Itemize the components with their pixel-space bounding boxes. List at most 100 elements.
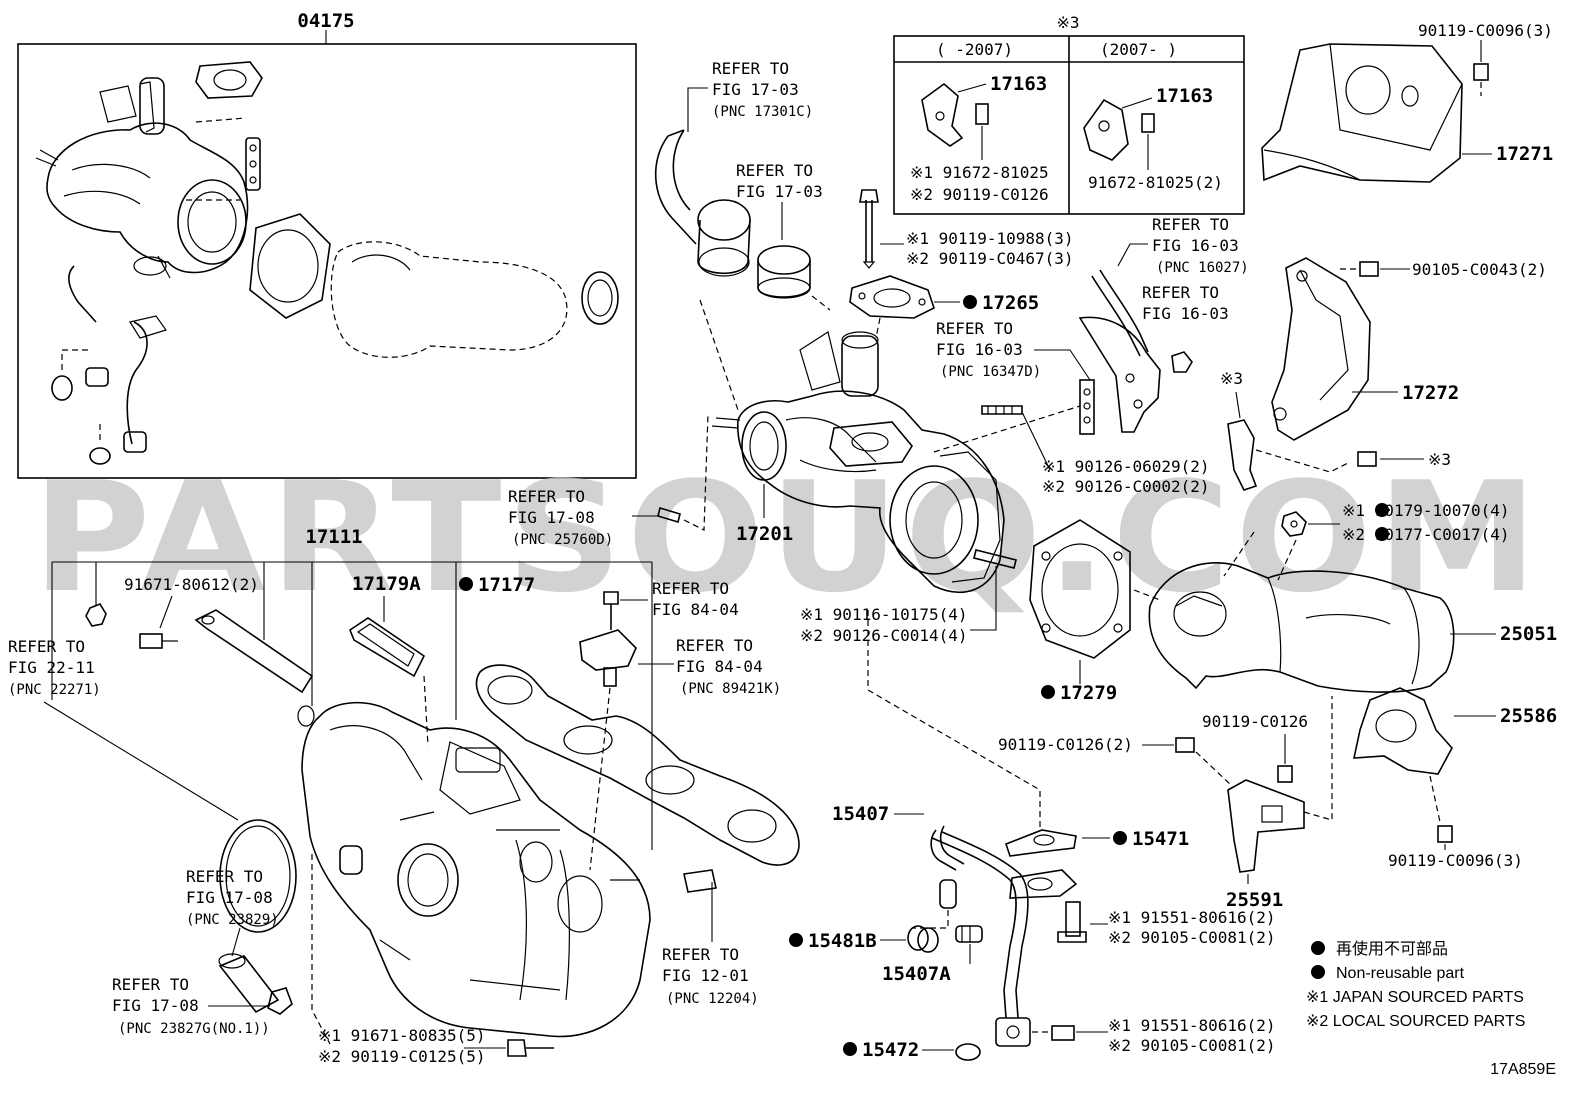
ref-text-11: REFER TO	[112, 975, 189, 994]
diagram-code: 17A859E	[1490, 1061, 1556, 1078]
ref-fig-4: FIG 16-03	[1142, 304, 1229, 323]
ref-fig-3: FIG 16-03	[1152, 236, 1239, 255]
table-mark: ※3	[1056, 13, 1079, 32]
label-15407: 15407	[832, 803, 889, 825]
ref-text-8: REFER TO	[676, 636, 753, 655]
ref-fig-7: FIG 84-04	[652, 600, 739, 619]
ref-17-03-b: REFER TO FIG 17-03	[736, 161, 823, 240]
ref-fig-1: FIG 17-03	[712, 80, 799, 99]
label-90119-c0125: ※2 90119-C0125(5)	[318, 1047, 486, 1066]
converter-25051: 25051	[1148, 562, 1557, 693]
ref-pnc-11: (PNC 23827G(NO.1))	[118, 1021, 270, 1037]
label-90119-c0096-top: 90119-C0096(3)	[1418, 21, 1553, 40]
table-left-bolt2: ※2 90119-C0126	[910, 185, 1049, 204]
ref-fig-11: FIG 17-08	[112, 996, 199, 1015]
inset-label-04175: 04175	[297, 10, 354, 32]
label-90126-c0002: ※2 90126-C0002(2)	[1042, 477, 1210, 496]
legend-line-4: ※2 LOCAL SOURCED PARTS	[1306, 1013, 1525, 1030]
ref-text-5: REFER TO	[936, 319, 1013, 338]
label-17271: 17271	[1496, 143, 1553, 165]
label-15481b: 15481B	[808, 930, 877, 952]
label-90119-10988: ※1 90119-10988(3)	[906, 229, 1074, 248]
label-90126-c0014: ※2 90126-C0014(4)	[800, 626, 968, 645]
manifold-group-17111: 17111 91671-80612(2) 17179A 17177	[51, 526, 800, 1038]
ref-fig-8: FIG 84-04	[676, 657, 763, 676]
ref-pnc-3: (PNC 16027)	[1156, 260, 1249, 276]
label-91671-80612: 91671-80612(2)	[124, 575, 259, 594]
label-25591: 25591	[1226, 889, 1283, 911]
turbocharger-17201: 17201	[711, 331, 1005, 594]
label-17179a: 17179A	[352, 573, 421, 595]
ref-fig-6: FIG 17-08	[508, 508, 595, 527]
label-17111: 17111	[305, 526, 362, 548]
label-17201: 17201	[736, 523, 793, 545]
inset-frame	[17, 43, 637, 479]
label-17177: 17177	[478, 574, 535, 596]
ref-text-7: REFER TO	[652, 579, 729, 598]
table-right-header: (2007- )	[1100, 40, 1177, 59]
label-90116: ※1 90116-10175(4)	[800, 605, 968, 624]
ref-17301c: REFER TO FIG 17-03 (PNC 17301C)	[687, 59, 813, 132]
legend-line-3: ※1 JAPAN SOURCED PARTS	[1306, 989, 1524, 1006]
ref-text-4: REFER TO	[1142, 283, 1219, 302]
label-90126-06029: ※1 90126-06029(2)	[1042, 457, 1210, 476]
ref-fig-9: FIG 22-11	[8, 658, 95, 677]
ref-pnc-1: (PNC 17301C)	[712, 104, 813, 120]
insulator-17271: 17271	[1261, 43, 1553, 183]
inset-04175: 04175	[17, 10, 637, 479]
ref-text-2: REFER TO	[736, 161, 813, 180]
table-right-part: 17163	[1156, 85, 1213, 107]
ref-text-6: REFER TO	[508, 487, 585, 506]
label-15407a: 15407A	[882, 963, 951, 985]
insulator-17272: 17272	[1271, 257, 1459, 441]
label-90119-c0126: 90119-C0126	[1202, 712, 1308, 731]
ref-pnc-12: (PNC 12204)	[666, 991, 759, 1007]
table-left-part: 17163	[990, 73, 1047, 95]
ref-pnc-10: (PNC 23829)	[186, 912, 279, 928]
ref-text-1: REFER TO	[712, 59, 789, 78]
table-right-bolt: 91672-81025(2)	[1088, 173, 1223, 192]
label-x3-bracket: ※3	[1220, 369, 1243, 388]
legend-bullet-2	[1311, 965, 1325, 979]
label-91551-a: ※1 91551-80616(2)	[1108, 908, 1276, 927]
ref-fig-2: FIG 17-03	[736, 182, 823, 201]
ref-fig-5: FIG 16-03	[936, 340, 1023, 359]
ref-fig-12: FIG 12-01	[662, 966, 749, 985]
label-90119-c0126-2: 90119-C0126(2)	[998, 735, 1133, 754]
ref-text-9: REFER TO	[8, 637, 85, 656]
label-90179: ※1 90179-10070(4)	[1342, 501, 1510, 520]
label-x3-bolt: ※3	[1428, 450, 1451, 469]
legend-bullet-1	[1311, 941, 1325, 955]
table-left-bolt1: ※1 91672-81025	[910, 163, 1049, 182]
label-91671-80835: ※1 91671-80835(5)	[318, 1026, 486, 1045]
table-left-header: ( -2007)	[936, 40, 1013, 59]
label-90119-c0096-bot: 90119-C0096(3)	[1388, 851, 1523, 870]
label-15471: 15471	[1132, 828, 1189, 850]
label-25051: 25051	[1500, 623, 1557, 645]
ref-text-10: REFER TO	[186, 867, 263, 886]
watermark: PARTSOUQ.COM	[32, 449, 1542, 626]
label-15472: 15472	[862, 1039, 919, 1061]
legend: 再使用不可部品 Non-reusable part ※1 JAPAN SOURC…	[1306, 940, 1556, 1078]
label-90177: ※2 90177-C0017(4)	[1342, 525, 1510, 544]
ref-pnc-9: (PNC 22271)	[8, 682, 101, 698]
legend-line-1: 再使用不可部品	[1336, 940, 1448, 958]
label-91551-b: ※1 91551-80616(2)	[1108, 1016, 1276, 1035]
legend-line-2: Non-reusable part	[1336, 965, 1465, 982]
label-17265: 17265	[982, 292, 1039, 314]
label-90119-c0467: ※2 90119-C0467(3)	[906, 249, 1074, 268]
ref-pnc-8: (PNC 89421K)	[680, 681, 781, 697]
label-90105-c0043: 90105-C0043(2)	[1412, 260, 1547, 279]
label-90105-b: ※2 90105-C0081(2)	[1108, 1036, 1276, 1055]
ref-text-12: REFER TO	[662, 945, 739, 964]
bracket-variant-table: ※3 ( -2007) (2007- ) 17163 ※1 91672-8102…	[893, 13, 1245, 215]
label-25586: 25586	[1500, 705, 1557, 727]
label-90105-a: ※2 90105-C0081(2)	[1108, 928, 1276, 947]
ref-text-3: REFER TO	[1152, 215, 1229, 234]
ref-pnc-5: (PNC 16347D)	[940, 364, 1041, 380]
ref-fig-10: FIG 17-08	[186, 888, 273, 907]
label-17272: 17272	[1402, 382, 1459, 404]
ref-pnc-6: (PNC 25760D)	[512, 532, 613, 548]
